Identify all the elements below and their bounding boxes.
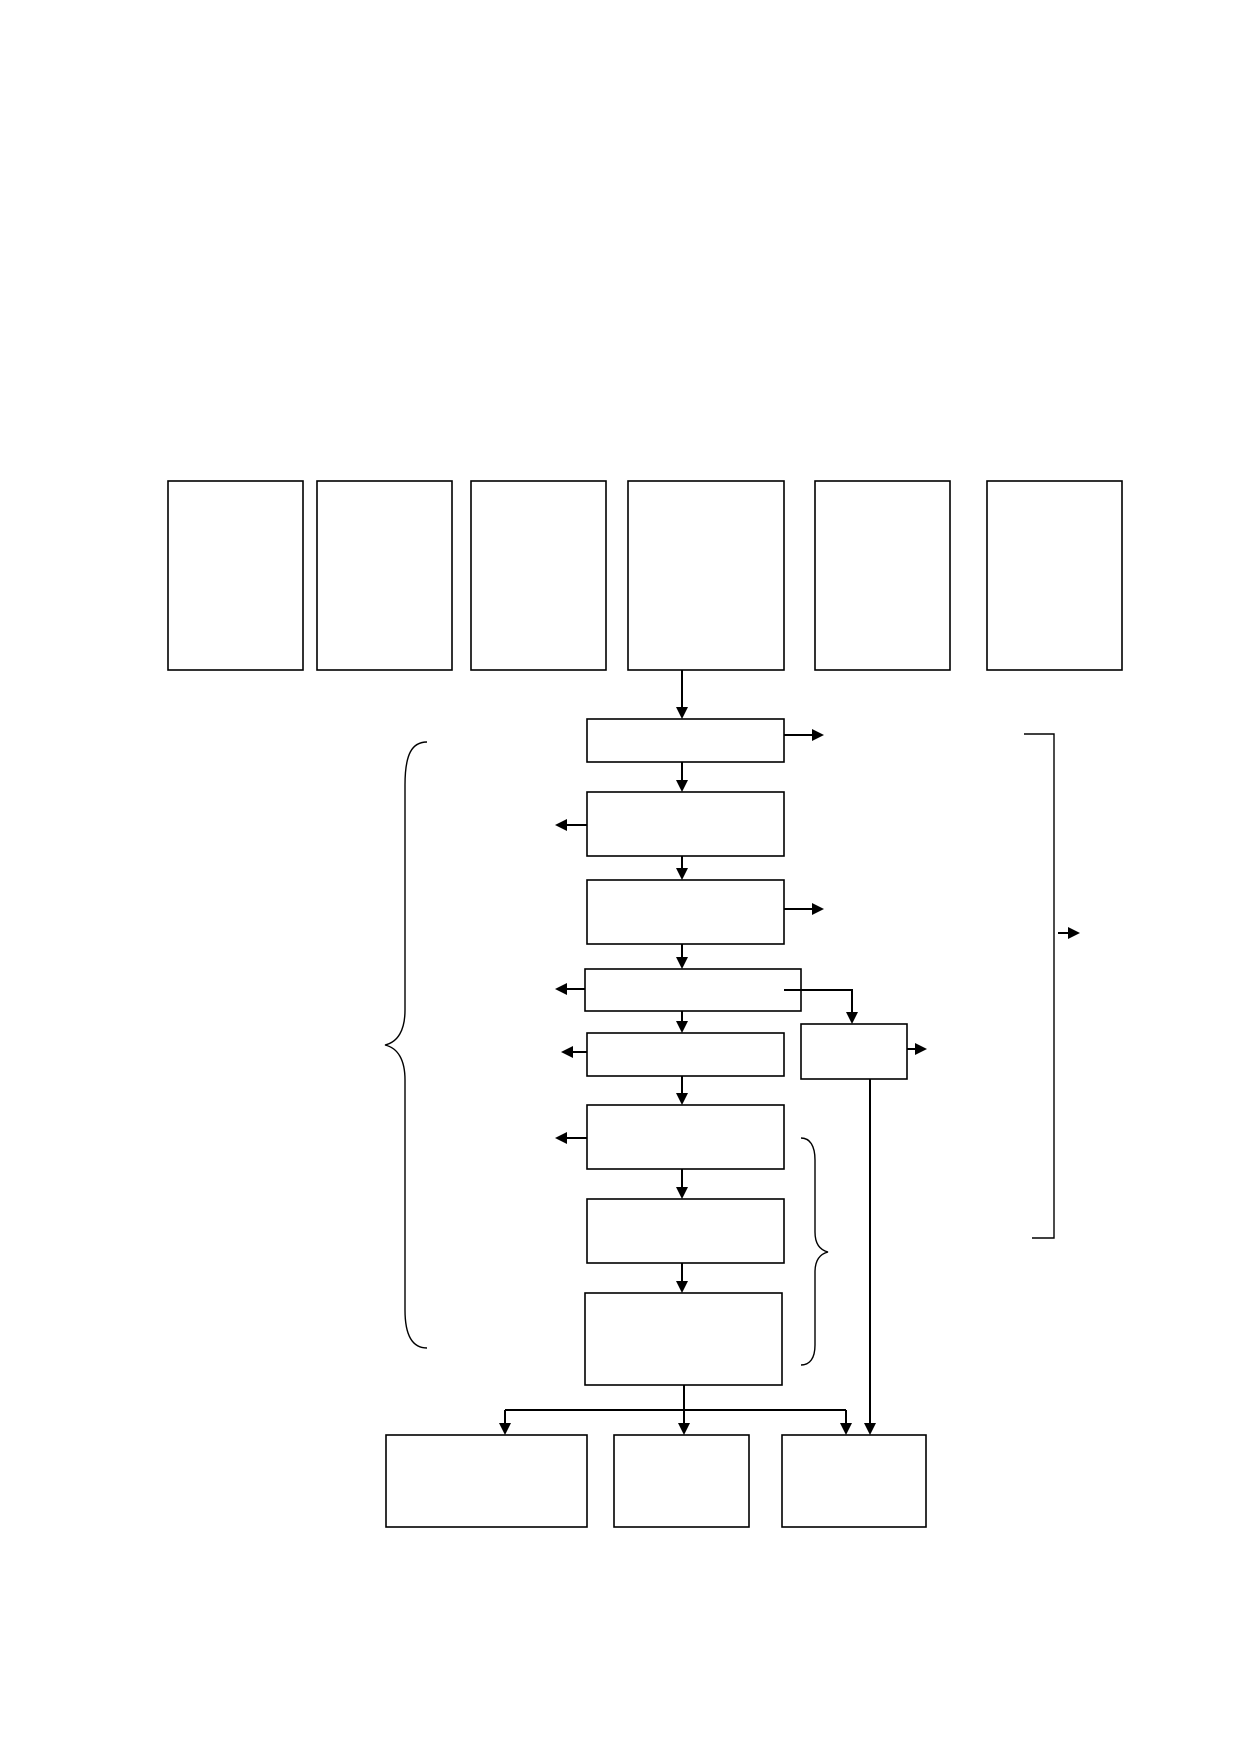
top-box-2 bbox=[316, 480, 453, 671]
arrow-down-icon bbox=[676, 1021, 688, 1033]
arrow-down-icon bbox=[678, 1423, 690, 1435]
process-step-8 bbox=[584, 1292, 783, 1386]
arrow-down-icon bbox=[676, 1093, 688, 1105]
output-box-2 bbox=[613, 1434, 750, 1528]
right-brace bbox=[800, 1137, 829, 1366]
arrow-down-icon bbox=[676, 868, 688, 880]
arrow-right-icon bbox=[915, 1043, 927, 1055]
arrow-right-icon bbox=[812, 729, 824, 741]
top-box-4 bbox=[627, 480, 785, 671]
arrow-down-icon bbox=[499, 1423, 511, 1435]
output-distribution bbox=[499, 1079, 876, 1435]
output-box-3 bbox=[781, 1434, 927, 1528]
connector-line bbox=[784, 989, 853, 1014]
process-chain bbox=[584, 718, 802, 1386]
top-box-6 bbox=[986, 480, 1123, 671]
arrow-down-icon bbox=[676, 707, 688, 719]
arrow-down-icon bbox=[676, 780, 688, 792]
arrow-left-icon bbox=[555, 983, 567, 995]
side-box bbox=[800, 1023, 908, 1080]
arrow-down-icon bbox=[676, 957, 688, 969]
right-bracket bbox=[1024, 733, 1080, 1239]
process-step-4 bbox=[584, 968, 802, 1012]
down-connectors bbox=[676, 670, 688, 1293]
output-box-1 bbox=[385, 1434, 588, 1528]
process-step-1 bbox=[586, 718, 785, 763]
arrow-down-icon bbox=[676, 1187, 688, 1199]
process-step-6 bbox=[586, 1104, 785, 1170]
right-arrows bbox=[784, 729, 824, 915]
process-step-2 bbox=[586, 791, 785, 857]
arrow-down-icon bbox=[864, 1423, 876, 1435]
output-row bbox=[385, 1434, 927, 1528]
arrow-left-icon bbox=[561, 1046, 573, 1058]
bracket-line bbox=[1024, 733, 1055, 1239]
left-arrows bbox=[555, 819, 587, 1144]
top-box-1 bbox=[167, 480, 304, 671]
arrow-down-icon bbox=[846, 1012, 858, 1024]
side-branch bbox=[784, 989, 927, 1055]
top-row bbox=[167, 480, 1123, 671]
process-step-3 bbox=[586, 879, 785, 945]
arrow-left-icon bbox=[555, 1132, 567, 1144]
top-box-3 bbox=[470, 480, 607, 671]
arrow-right-icon bbox=[812, 903, 824, 915]
arrow-left-icon bbox=[555, 819, 567, 831]
process-step-7 bbox=[586, 1198, 785, 1264]
arrow-right-icon bbox=[1068, 927, 1080, 939]
process-step-5 bbox=[586, 1032, 785, 1077]
left-brace bbox=[384, 741, 428, 1349]
top-box-5 bbox=[814, 480, 951, 671]
arrow-down-icon bbox=[676, 1281, 688, 1293]
arrow-down-icon bbox=[840, 1423, 852, 1435]
